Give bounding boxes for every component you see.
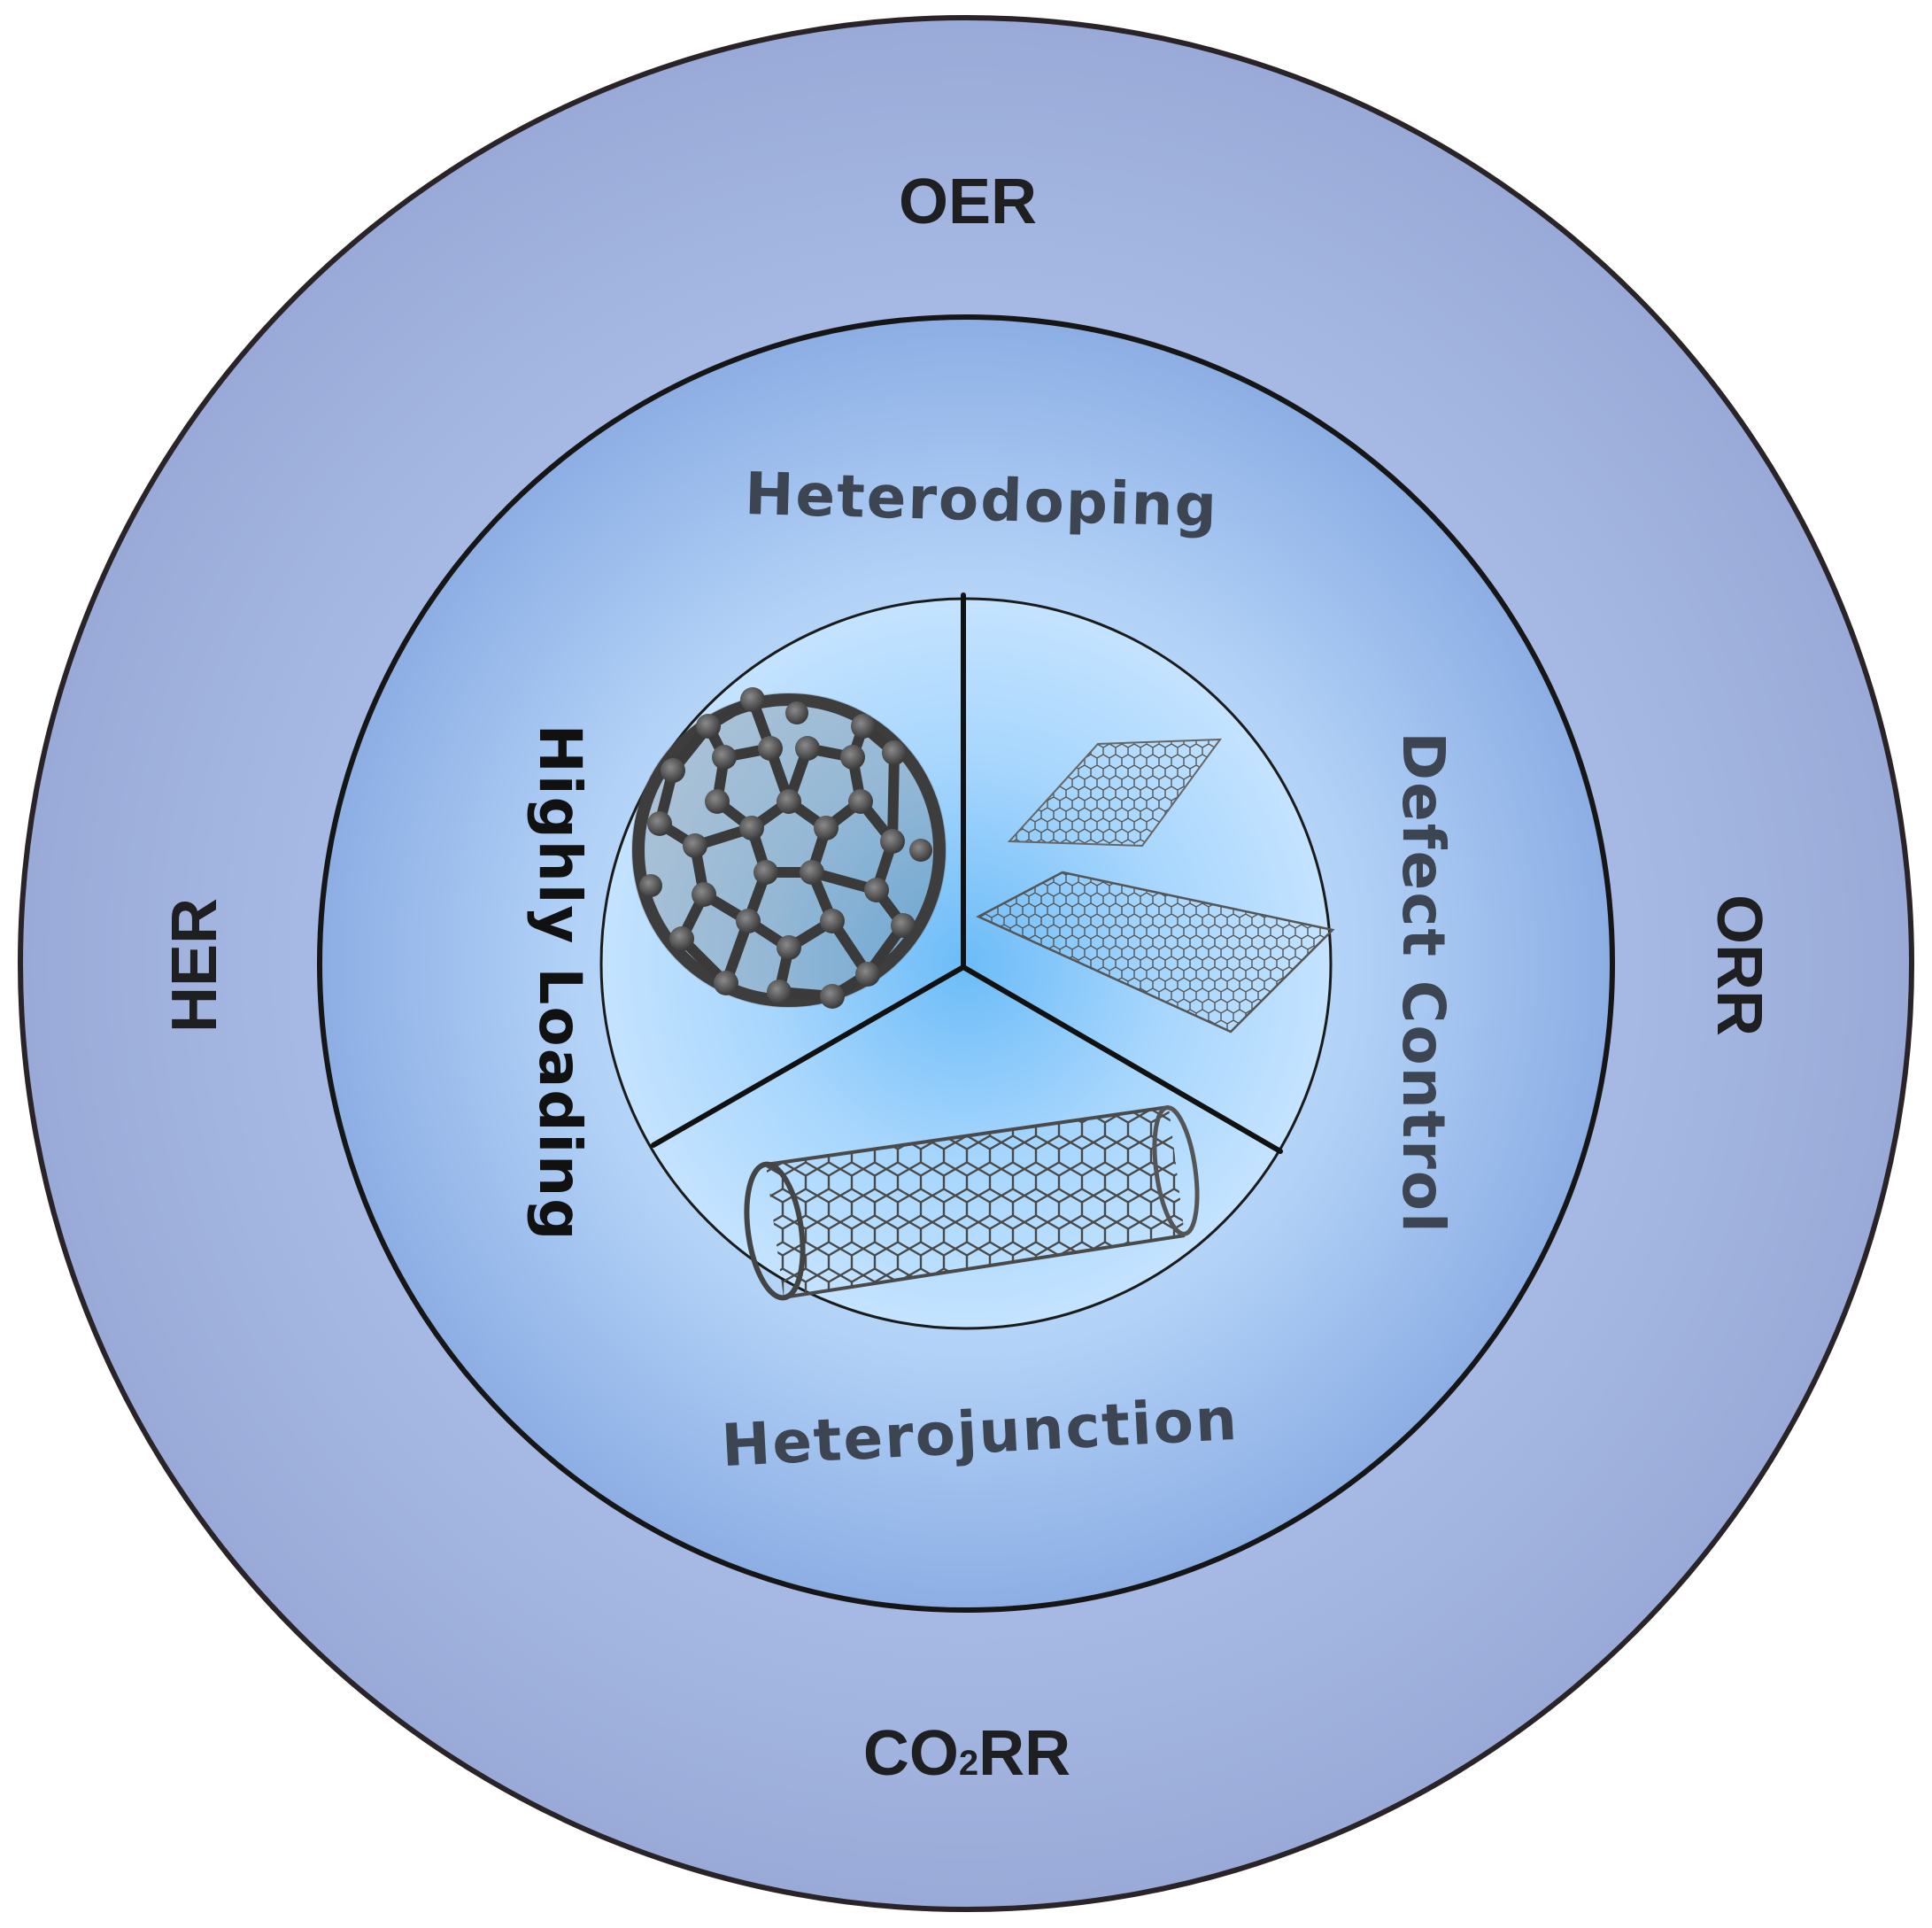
label-orr: ORR bbox=[1704, 894, 1774, 1036]
label-co2rr-tail: RR bbox=[978, 1718, 1070, 1789]
label-heterodoping: Heterodoping bbox=[744, 460, 1219, 540]
label-co2rr-main: CO bbox=[863, 1718, 959, 1789]
label-highly-loading: Highly Loading bbox=[526, 724, 594, 1243]
label-her: HER bbox=[159, 898, 230, 1033]
fullerene-icon bbox=[631, 687, 947, 1009]
label-co2rr: CO2RR bbox=[863, 1718, 1070, 1789]
label-oer: OER bbox=[899, 166, 1037, 237]
label-defect-control: Defect Control bbox=[1389, 732, 1457, 1235]
graphene-sheets-icon bbox=[976, 738, 1335, 1034]
label-co2rr-subscript: 2 bbox=[959, 1744, 978, 1783]
sector-dividers bbox=[651, 592, 1283, 1154]
